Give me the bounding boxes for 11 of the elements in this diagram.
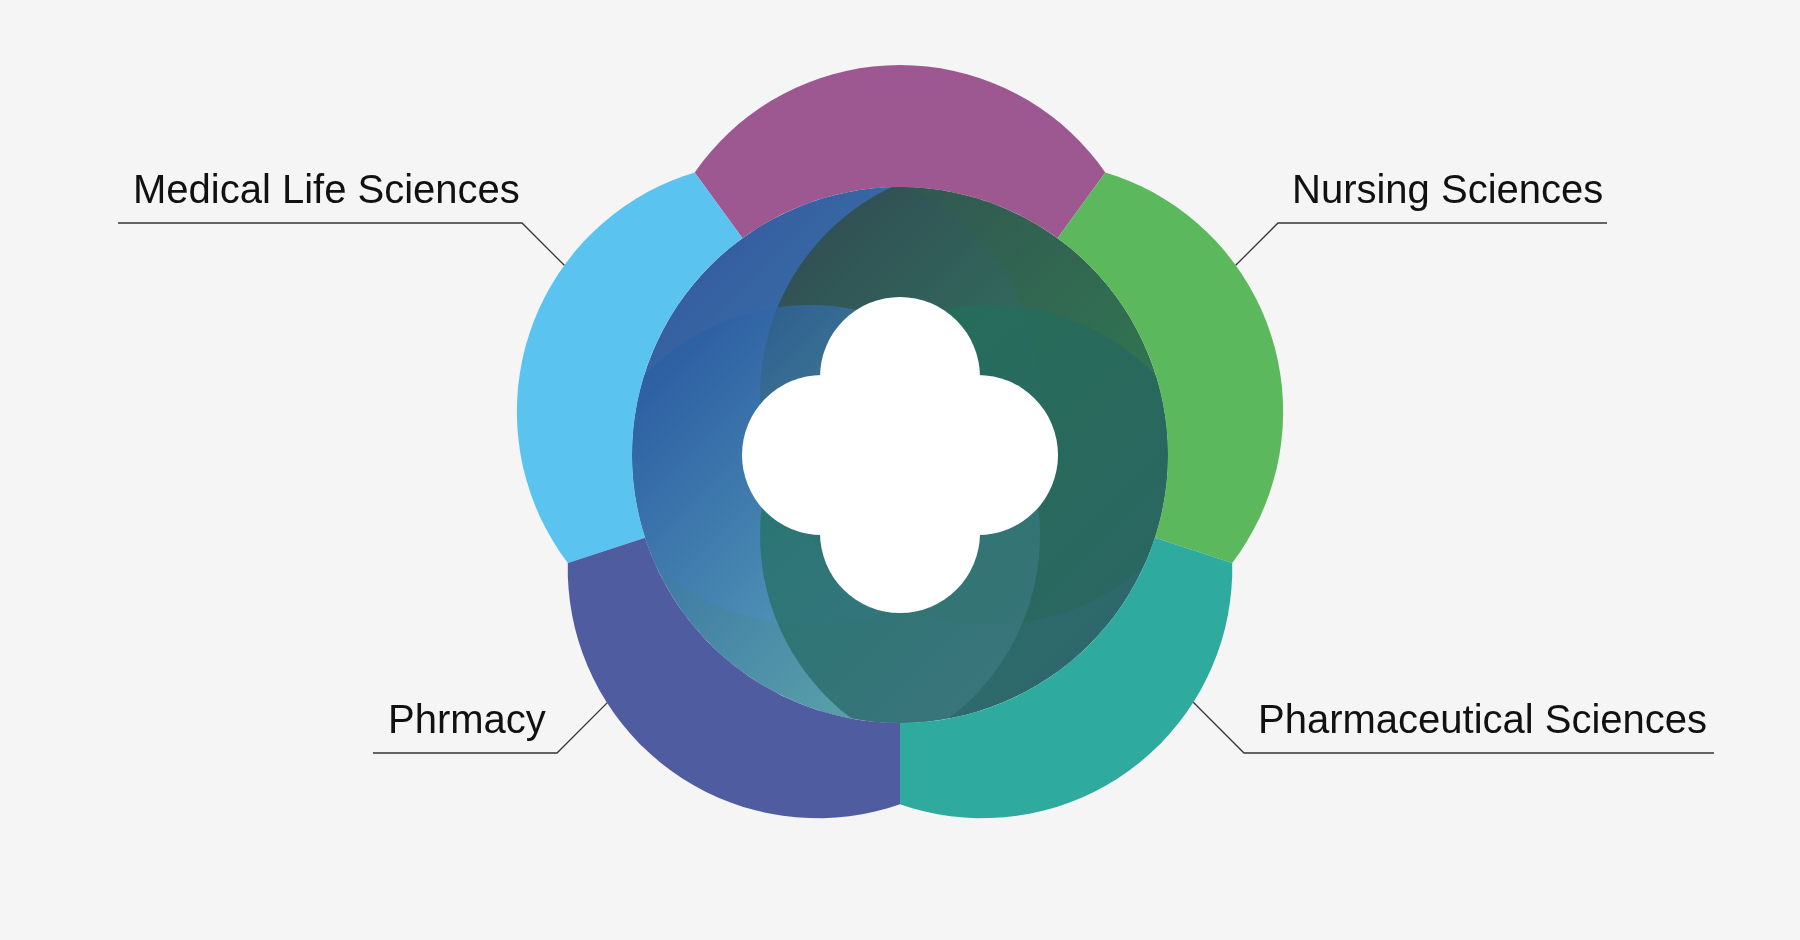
category-label: Nursing Sciences xyxy=(1292,166,1604,212)
leader-line xyxy=(1192,701,1715,754)
circle-segment xyxy=(900,537,1233,819)
category-label: Phrmacy xyxy=(388,696,546,742)
category-label: Pharmaceutical Sciences xyxy=(1258,696,1708,742)
leader-line xyxy=(1235,222,1608,266)
circle-segment xyxy=(1057,172,1284,563)
leader-line xyxy=(117,222,565,266)
category-label: Medical Life Sciences xyxy=(133,166,520,212)
circle-segment xyxy=(567,537,900,819)
leader-line xyxy=(372,702,608,754)
